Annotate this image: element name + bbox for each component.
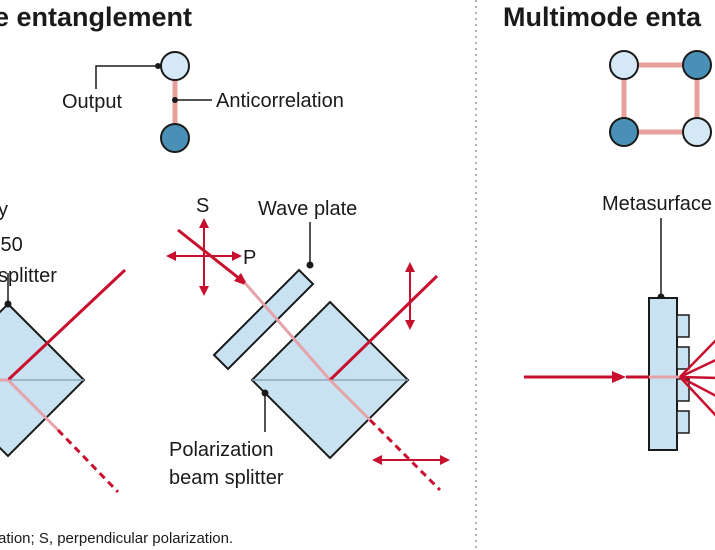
- output-p-arrow-right: [440, 455, 450, 465]
- output-leader-dot: [155, 63, 161, 69]
- wave-plate-leader-dot: [306, 261, 314, 269]
- metasurface-element: [676, 410, 690, 434]
- output-s-arrow-down: [405, 320, 415, 330]
- mode-node-top-left: [609, 50, 639, 80]
- two-mode-node-pair: Output Anticorrelation: [62, 51, 344, 153]
- metasurface-element: [676, 378, 690, 402]
- footnote: ation; S, perpendicular polarization.: [0, 530, 233, 547]
- mode-node-bottom-left: [609, 117, 639, 147]
- pbs-inside-beam: [328, 378, 372, 422]
- metasurface-setup: Metasurface: [524, 193, 715, 451]
- output-s-arrow-up: [405, 262, 415, 272]
- metasurface-element: [676, 314, 690, 338]
- pbs-label-line1: Polarization: [169, 439, 274, 461]
- wave-plate-label: Wave plate: [258, 198, 357, 220]
- output-beam-inside: [6, 378, 60, 432]
- pbs-output-beam-down: [368, 418, 442, 492]
- output-beam-reflected: [6, 268, 127, 382]
- polarization-setup: S P Wave plate Polarization beam splitte…: [166, 195, 450, 492]
- beam-splitter-leader-dot: [4, 300, 12, 308]
- mode-node-dark: [160, 123, 190, 153]
- beam-through-optics: [243, 282, 332, 381]
- s-axis-arrow-down: [199, 286, 209, 296]
- input-beam-arrowhead: [234, 273, 248, 286]
- metasurface-substrate: [648, 297, 678, 451]
- output-p-arrow-left: [372, 455, 382, 465]
- output-label: Output: [62, 91, 122, 113]
- mode-node-light: [160, 51, 190, 81]
- s-axis-arrow-up: [199, 218, 209, 228]
- mode-node-bottom-right: [682, 117, 712, 147]
- wave-plate: [212, 268, 315, 371]
- pbs-label-line2: beam splitter: [169, 467, 284, 489]
- p-polarization-label: P: [243, 247, 256, 269]
- left-panel-title: e entanglement: [0, 2, 192, 32]
- anticorrelation-leader-dot: [172, 97, 178, 103]
- s-polarization-label: S: [196, 195, 209, 217]
- output-beam-mode: [679, 376, 715, 417]
- output-beam-mode: [679, 339, 715, 378]
- beam-splitter-5050: y :50 splitter: [0, 199, 127, 494]
- output-beam-transmitted: [56, 428, 120, 494]
- output-leader: [95, 65, 158, 89]
- metasurface-label: Metasurface: [602, 193, 712, 215]
- mode-node-top-right: [682, 50, 712, 80]
- output-beam-mode: [679, 358, 715, 379]
- metasurface-input-arrowhead: [612, 371, 626, 383]
- p-axis-arrow-right: [232, 251, 242, 261]
- beam-splitter-label-line1: y: [0, 199, 8, 221]
- metasurface-element: [676, 346, 690, 370]
- p-axis-arrow-left: [166, 251, 176, 261]
- multimode-node-square: [609, 50, 712, 147]
- beam-splitter-label-line2: :50: [0, 234, 23, 256]
- anticorrelation-label: Anticorrelation: [216, 90, 344, 112]
- right-panel-title: Multimode enta: [503, 2, 702, 32]
- pbs-leader-dot: [261, 389, 269, 397]
- output-beam-mode: [679, 375, 715, 397]
- pbs-output-beam-up: [328, 274, 439, 382]
- output-beam-mode: [679, 375, 715, 380]
- beam-splitter-label-line3: splitter: [0, 265, 57, 287]
